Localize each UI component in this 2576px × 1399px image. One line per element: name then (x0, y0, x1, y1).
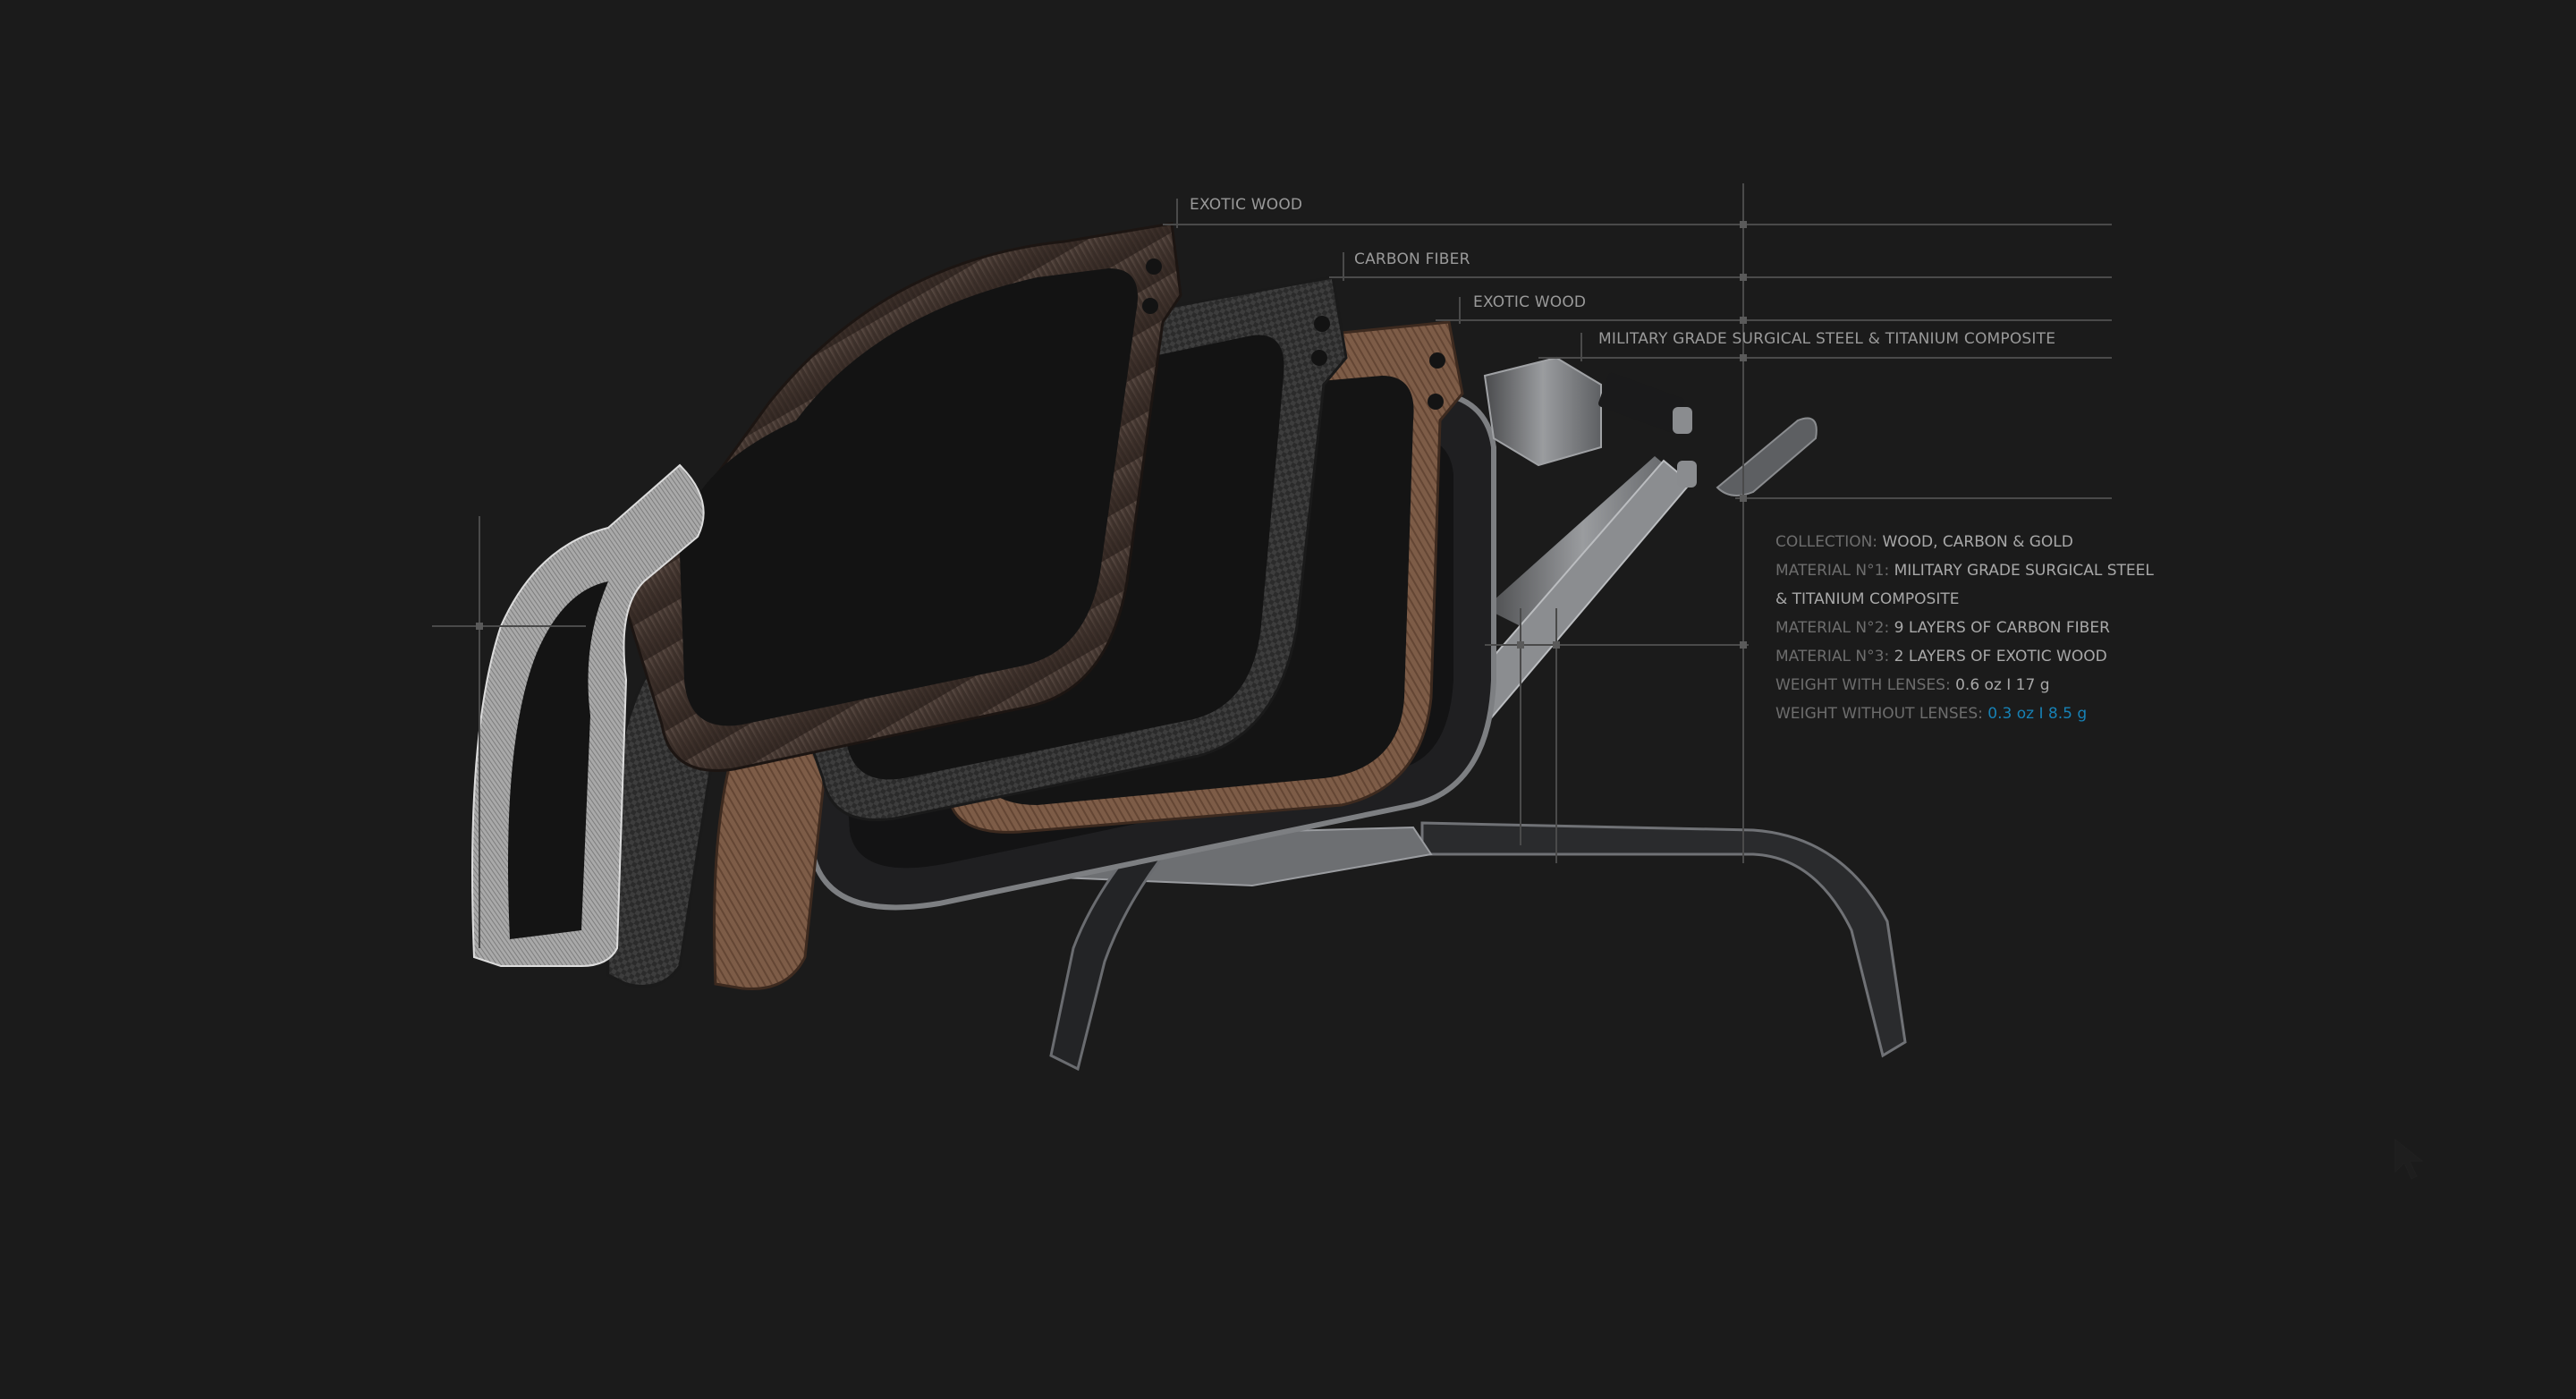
callout-label-carbon-fiber: CARBON FIBER (1354, 250, 1470, 268)
guide-crosshair-markers (476, 221, 1747, 649)
spec-collection: COLLECTION: WOOD, CARBON & GOLD (1775, 528, 2154, 556)
spec-key: MATERIAL N°1: (1775, 562, 1890, 580)
callout-label-steel-titanium: MILITARY GRADE SURGICAL STEEL & TITANIUM… (1598, 330, 2056, 348)
spec-value: 9 LAYERS OF CARBON FIBER (1894, 619, 2110, 637)
spec-key: WEIGHT WITHOUT LENSES: (1775, 705, 1983, 723)
spec-value: MILITARY GRADE SURGICAL STEEL (1894, 562, 2154, 580)
callout-label-exotic-wood-2: EXOTIC WOOD (1473, 293, 1587, 311)
spec-key: MATERIAL N°3: (1775, 648, 1890, 666)
spec-key: WEIGHT WITH LENSES: (1775, 676, 1951, 694)
temple-arm-right (1420, 821, 1907, 1058)
spec-key: COLLECTION: (1775, 533, 1878, 551)
spec-material-2: MATERIAL N°2: 9 LAYERS OF CARBON FIBER (1775, 614, 2154, 642)
callout-label-exotic-wood-1: EXOTIC WOOD (1190, 196, 1303, 214)
spec-weight-with-lenses: WEIGHT WITH LENSES: 0.6 oz I 17 g (1775, 671, 2154, 700)
spec-material-3: MATERIAL N°3: 2 LAYERS OF EXOTIC WOOD (1775, 642, 2154, 671)
spec-value: 0.6 oz I 17 g (1955, 676, 2050, 694)
spec-value: & TITANIUM COMPOSITE (1775, 590, 1960, 608)
hinge-assembly (1483, 356, 1818, 496)
specifications-block: COLLECTION: WOOD, CARBON & GOLD MATERIAL… (1775, 528, 2154, 728)
spec-weight-without-lenses: WEIGHT WITHOUT LENSES: 0.3 oz I 8.5 g (1775, 700, 2154, 728)
spec-material-1-continued: & TITANIUM COMPOSITE (1775, 585, 2154, 614)
spec-value: WOOD, CARBON & GOLD (1882, 533, 2073, 551)
spec-key: MATERIAL N°2: (1775, 619, 1890, 637)
spec-value: 2 LAYERS OF EXOTIC WOOD (1894, 648, 2107, 666)
spec-value-highlight: 0.3 oz I 8.5 g (1987, 705, 2088, 723)
spec-material-1: MATERIAL N°1: MILITARY GRADE SURGICAL ST… (1775, 556, 2154, 585)
cursor-icon (2394, 1138, 2424, 1180)
guide-lines (432, 183, 2112, 948)
